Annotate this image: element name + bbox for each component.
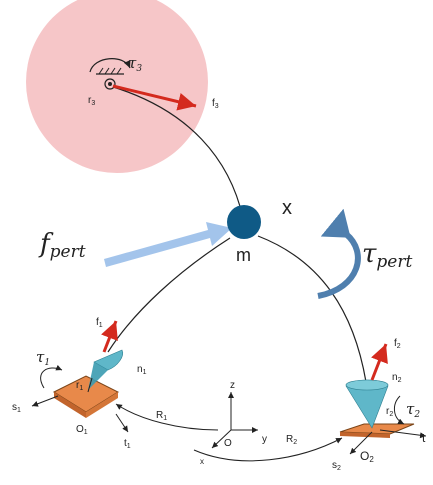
label-s1: s1: [12, 402, 21, 414]
R2-vector: [193, 437, 343, 462]
s1-axis: [31, 395, 59, 407]
label-r1: r1: [76, 380, 83, 392]
label-r3: r3: [88, 95, 95, 107]
world-frame: [211, 392, 258, 449]
label-z: z: [230, 380, 235, 391]
label-tau3: τ3: [128, 54, 142, 74]
label-R2: R2: [286, 434, 297, 446]
device-2: [339, 343, 427, 455]
t1-axis: [115, 413, 129, 433]
R1-vector: [115, 403, 219, 431]
f3-arrow: [112, 84, 197, 111]
label-s2: s2: [332, 460, 341, 472]
label-t: t: [422, 431, 426, 445]
cable-3: [109, 85, 244, 219]
label-n1: n1: [137, 364, 147, 376]
label-f3: f3: [212, 98, 219, 110]
f1-arrow: [101, 320, 118, 353]
label-y: y: [262, 434, 267, 445]
label-f1: f1: [96, 317, 103, 329]
label-tau2: τ2: [406, 400, 420, 420]
cable-1: [107, 237, 231, 353]
plate-1: [52, 375, 120, 413]
label-O: O: [224, 438, 232, 449]
tau2-arrow: [394, 395, 405, 425]
label-t1: t1: [124, 438, 131, 450]
label-m: m: [236, 245, 251, 265]
tau1-arrow: [40, 364, 63, 389]
cone-1: [93, 349, 123, 371]
cable-2: [257, 235, 368, 389]
label-O1: O1: [76, 424, 88, 436]
label-x-axis: x: [200, 457, 204, 466]
label-O2: O2: [360, 449, 374, 464]
fixed-support-3: [96, 67, 124, 90]
label-f-pert: fpert: [38, 229, 86, 262]
label-R1: R1: [156, 410, 167, 422]
mass-m: [227, 205, 261, 239]
s2-axis: [349, 431, 373, 455]
label-r2: r2: [386, 406, 393, 418]
label-tau-pert: τpert: [362, 239, 412, 272]
f2-arrow: [370, 343, 388, 381]
t-axis: [379, 429, 427, 439]
label-f2: f2: [394, 338, 401, 350]
label-tau1: τ1: [36, 348, 50, 368]
f-pert-arrow: [104, 222, 232, 267]
label-x: x: [282, 197, 292, 219]
label-n2: n2: [392, 372, 402, 384]
device-1: [31, 320, 129, 433]
tau3-arrow: [89, 58, 131, 73]
tau-pert-arrow: [317, 208, 361, 299]
